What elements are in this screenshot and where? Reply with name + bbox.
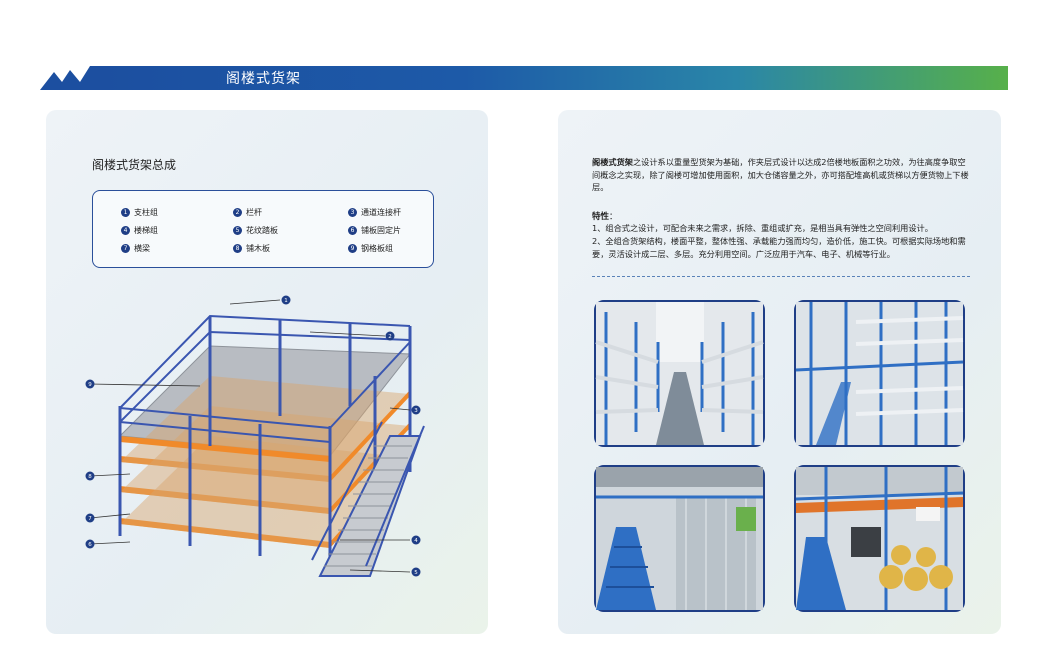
legend-number: 4 [121, 226, 130, 235]
description-panel: 阁楼式货架之设计系以重量型货架为基础，作夹层式设计以达成2倍楼地板面积之功效，为… [558, 110, 1001, 634]
svg-text:5: 5 [414, 570, 418, 576]
callout-badge: 7 [85, 513, 95, 523]
legend-number: 1 [121, 208, 130, 217]
legend-item: 4 楼梯组 [121, 225, 158, 236]
legend-item: 5 花纹踏板 [233, 225, 278, 236]
intro-paragraph: 阁楼式货架之设计系以重量型货架为基础，作夹层式设计以达成2倍楼地板面积之功效，为… [592, 156, 972, 194]
legend-label: 楼梯组 [134, 226, 158, 235]
warehouse-photo-shelving [794, 300, 965, 447]
section-header: 阁楼式货架 [40, 66, 1008, 90]
feature-1: 1、组合式之设计，可配合未来之需求，拆除、重组或扩充，是相当具有弹性之空间利用设… [592, 223, 933, 233]
legend-item: 9 钢格板组 [348, 243, 393, 254]
upright-columns [118, 316, 412, 561]
legend-label: 栏杆 [246, 208, 262, 217]
legend-label: 花纹踏板 [246, 226, 278, 235]
legend-item: 2 栏杆 [233, 207, 262, 218]
features-colon: ： [609, 212, 618, 222]
svg-text:7: 7 [88, 516, 92, 522]
svg-text:4: 4 [414, 538, 418, 544]
svg-text:6: 6 [88, 542, 92, 548]
legend-number: 8 [233, 244, 242, 253]
guard-railings [119, 314, 411, 443]
legend-number: 9 [348, 244, 357, 253]
assembly-title: 阁楼式货架总成 [92, 158, 177, 172]
mezzanine-diagram: 1 2 9 3 8 7 6 4 5 [85, 295, 425, 577]
legend-label: 铺板固定片 [361, 226, 401, 235]
warehouse-photo-stairs [594, 465, 765, 612]
callout-badge: 5 [411, 567, 421, 577]
legend-number: 7 [121, 244, 130, 253]
legend-number: 3 [348, 208, 357, 217]
legend-number: 6 [348, 226, 357, 235]
svg-text:9: 9 [88, 382, 92, 388]
svg-text:3: 3 [414, 408, 418, 414]
page-title: 阁楼式货架 [226, 71, 301, 87]
legend-item: 6 铺板固定片 [348, 225, 401, 236]
svg-text:1: 1 [284, 298, 288, 304]
legend-label: 支柱组 [134, 208, 158, 217]
callout-badge: 3 [411, 405, 421, 415]
feature-2: 2、全组合货架结构，楼面平整，整体性强、承载能力强而均匀，造价低，施工快。可根据… [592, 236, 966, 259]
svg-text:8: 8 [88, 474, 92, 480]
lower-shelving [120, 376, 410, 548]
mountain-logo-icon [40, 66, 110, 90]
callout-badge: 6 [85, 539, 95, 549]
legend-label: 横梁 [134, 244, 150, 253]
callout-badge: 2 [385, 331, 395, 341]
header-bar [102, 66, 1008, 90]
callout-badge: 9 [85, 379, 95, 389]
assembly-panel: 阁楼式货架总成 1 支柱组 2 栏杆 3 通道连接杆 4 楼梯组 5 花纹踏板 6 铺板固定… [46, 110, 488, 634]
intro-text: 之设计系以重量型货架为基础，作夹层式设计以达成2倍楼地板面积之功效，为往高度争取… [592, 157, 969, 192]
features-title: 特性 [592, 212, 610, 222]
legend-number: 2 [233, 208, 242, 217]
legend-label: 通道连接杆 [361, 208, 401, 217]
dashed-divider [592, 276, 970, 277]
legend-item: 3 通道连接杆 [348, 207, 401, 218]
warehouse-photo-goods [794, 465, 965, 612]
callout-lines [89, 299, 411, 573]
legend-label: 铺木板 [246, 244, 270, 253]
svg-text:2: 2 [388, 334, 392, 340]
legend-item: 1 支柱组 [121, 207, 158, 218]
warehouse-photo-aisle [594, 300, 765, 447]
legend-label: 钢格板组 [361, 244, 393, 253]
callout-badges: 1 2 9 3 8 7 6 4 5 [85, 295, 421, 577]
features-heading: 特性： [592, 210, 618, 222]
staircase [311, 421, 425, 577]
legend-item: 8 铺木板 [233, 243, 270, 254]
callout-badge: 8 [85, 471, 95, 481]
callout-badge: 1 [281, 295, 291, 305]
intro-product-name: 阁楼式货架 [592, 157, 633, 167]
legend-item: 7 横梁 [121, 243, 150, 254]
legend-number: 5 [233, 226, 242, 235]
callout-badge: 4 [411, 535, 421, 545]
